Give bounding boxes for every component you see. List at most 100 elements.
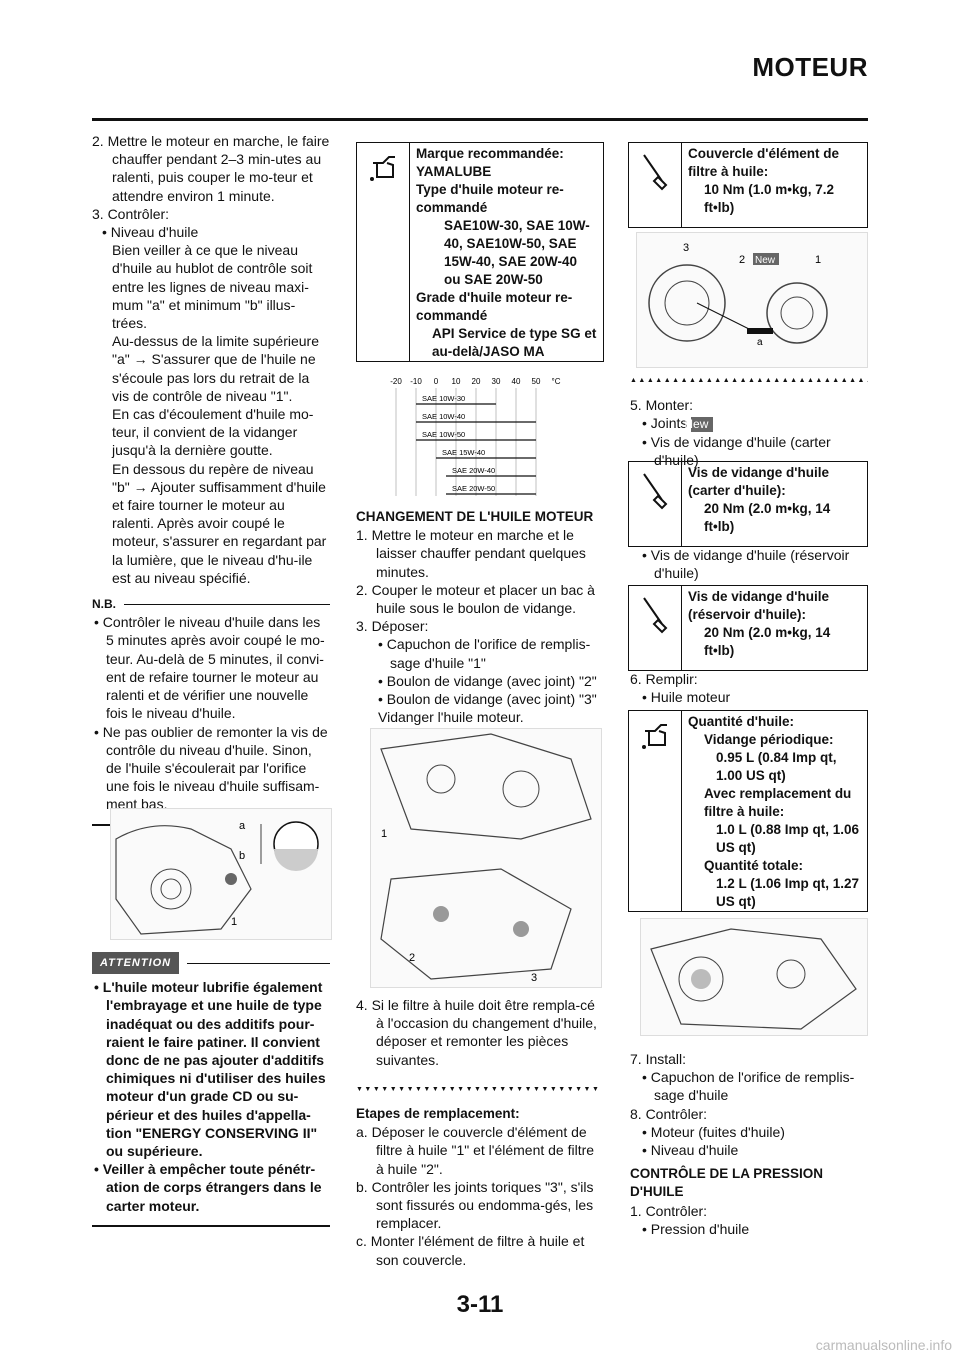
fig2-label-2: 2 bbox=[409, 952, 415, 964]
column-3-final: 7. Install: • Capuchon de l'orifice de r… bbox=[630, 1050, 868, 1238]
c3-step-5-b2: • Vis de vidange d'huile (carter d'huile… bbox=[642, 433, 831, 468]
torque-box-tank: Vis de vidange d'huile (réservoir d'huil… bbox=[628, 585, 868, 671]
level-p4: En dessous du repère de niveau "b" → Ajo… bbox=[112, 460, 327, 586]
torque-tank-value: 20 Nm (2.0 m•kg, 14 ft•lb) bbox=[704, 625, 831, 658]
heading-oil-pressure: CONTRÔLE DE LA PRESSION D'HUILE bbox=[630, 1166, 824, 1200]
oil-can-icon bbox=[629, 711, 682, 911]
temp-tick-label: 20 bbox=[472, 377, 481, 386]
attention-badge: ATTENTION bbox=[92, 952, 180, 975]
c3-step-6: 6. Remplir: bbox=[630, 671, 698, 687]
oil-level-drawing: a b 1 bbox=[115, 820, 319, 935]
c3-step-8-b1: • Moteur (fuites d'huile) bbox=[642, 1123, 785, 1140]
torque-cover-label: Couvercle d'élément de filtre à huile: bbox=[688, 146, 840, 179]
fig3-label-1: 1 bbox=[815, 254, 821, 266]
temp-range-label: SAE 20W-50 bbox=[452, 484, 495, 493]
fig3-label-a: a bbox=[757, 337, 763, 348]
quantity-periodic-value: 0.95 L (0.84 Imp qt, 1.00 US qt) bbox=[716, 750, 837, 783]
fig2-label-3: 3 bbox=[531, 972, 537, 984]
spec-grade-label: Grade d'huile moteur re-commandé bbox=[416, 290, 573, 323]
c3-step-5-b3: • Vis de vidange d'huile (réservoir d'hu… bbox=[642, 547, 850, 582]
heading-oil-change: CHANGEMENT DE L'HUILE MOTEUR bbox=[356, 509, 594, 524]
fig3-new-badge: New bbox=[755, 255, 776, 266]
page-title: MOTEUR bbox=[752, 52, 868, 82]
filter-cover-figure: 3 2 New 1 a bbox=[636, 232, 868, 368]
column-3-fill: 6. Remplir: • Huile moteur bbox=[630, 670, 868, 706]
attention-item-1: • L'huile moteur lubrifie également l'em… bbox=[94, 979, 326, 1160]
torque-crankcase-label: Vis de vidange d'huile (carter d'huile): bbox=[688, 465, 829, 498]
replacement-start-marker: ▼▼▼▼▼▼▼▼▼▼▼▼▼▼▼▼▼▼▼▼▼▼▼▼▼▼▼▼▼▼▼▼▼▼▼▼▼▼▼▼ bbox=[356, 1085, 600, 1093]
c3-step-7-b1: • Capuchon de l'orifice de remplis-sage … bbox=[642, 1069, 855, 1104]
torque-wrench-icon bbox=[629, 462, 682, 546]
c3-step-5-b1: • JointsNew bbox=[630, 414, 868, 433]
page-number: 3-11 bbox=[456, 1291, 504, 1318]
temp-range-label: SAE 10W-50 bbox=[422, 430, 465, 439]
nb-item-2: • Ne pas oublier de remonter la vis de c… bbox=[94, 723, 328, 813]
c3-step-5: 5. Monter: bbox=[630, 397, 694, 414]
nb-label: N.B. bbox=[92, 595, 330, 613]
level-p3: En cas d'écoulement d'huile mo-teur, il … bbox=[112, 406, 314, 459]
oil-spec-box: Marque recommandée: YAMALUBE Type d'huil… bbox=[356, 142, 604, 362]
attention-item-2: • Veiller à empêcher toute pénétr-ation … bbox=[94, 1161, 322, 1214]
column-3-text: ▲▲▲▲▲▲▲▲▲▲▲▲▲▲▲▲▲▲▲▲▲▲▲▲▲▲▲▲▲▲▲▲▲▲▲▲▲▲▲▲… bbox=[630, 372, 868, 469]
step-3: 3. Contrôler: bbox=[92, 205, 170, 222]
quantity-filter-label: Avec remplacement du filtre à huile: bbox=[704, 786, 852, 819]
temp-range-label: SAE 20W-40 bbox=[452, 466, 495, 475]
quantity-total-label: Quantité totale: bbox=[704, 858, 804, 873]
temp-range-label: SAE 15W-40 bbox=[442, 448, 485, 457]
temp-range-label: SAE 10W-30 bbox=[422, 394, 465, 403]
replacement-b: b. Contrôler les joints toriques "3", s'… bbox=[356, 1178, 594, 1232]
temp-tick-label: -10 bbox=[410, 377, 422, 386]
column-2-steps: 4. Si le filtre à huile doit être rempla… bbox=[356, 996, 600, 1269]
c2-step-3-b1: • Capuchon de l'orifice de remplis-sage … bbox=[378, 636, 591, 671]
column-1: 2. Mettre le moteur en marche, le faire … bbox=[92, 132, 330, 836]
c2-step-3-b2: • Boulon de vidange (avec joint) "2" bbox=[378, 672, 597, 689]
temp-tick-label: 30 bbox=[492, 377, 501, 386]
torque-crankcase-value: 20 Nm (2.0 m•kg, 14 ft•lb) bbox=[704, 501, 831, 534]
replacement-heading: Etapes de remplacement: bbox=[356, 1106, 520, 1122]
footer-watermark: carmanualsonline.info bbox=[815, 1337, 952, 1353]
new-badge: New bbox=[684, 417, 714, 433]
fill-cap-figure bbox=[640, 918, 868, 1036]
spec-type: SAE10W-30, SAE 10W-40, SAE10W-50, SAE 15… bbox=[444, 218, 590, 287]
temp-tick-label: 50 bbox=[532, 377, 541, 386]
replacement-c: c. Monter l'élément de filtre à huile et… bbox=[356, 1233, 585, 1268]
oil-quantity-box: Quantité d'huile: Vidange périodique: 0.… bbox=[628, 710, 868, 912]
oil-level-figure: a b 1 bbox=[110, 808, 332, 940]
c3-step-8-b2: • Niveau d'huile bbox=[642, 1142, 739, 1159]
c3-step-8: 8. Contrôler: bbox=[630, 1105, 708, 1122]
fill-cap-drawing bbox=[650, 928, 857, 1030]
spec-brand-label: Marque recommandée: bbox=[416, 146, 564, 161]
c2-step-3-b3: • Boulon de vidange (avec joint) "3" bbox=[378, 691, 597, 708]
oil-can-icon bbox=[357, 143, 410, 361]
c3-step-6-b1: • Huile moteur bbox=[642, 689, 731, 706]
torque-box-crankcase: Vis de vidange d'huile (carter d'huile):… bbox=[628, 461, 868, 547]
temp-tick-label: 10 bbox=[452, 377, 461, 386]
fig3-label-3: 3 bbox=[683, 242, 689, 254]
level-p2: Au-dessus de la limite supérieure "a" → … bbox=[112, 333, 319, 404]
step-2: 2. Mettre le moteur en marche, le faire … bbox=[92, 133, 330, 204]
spec-type-label: Type d'huile moteur re-commandé bbox=[416, 182, 564, 215]
c3-check-1: 1. Contrôler: bbox=[630, 1202, 708, 1219]
c2-step-1: 1. Mettre le moteur en marche et le lais… bbox=[356, 527, 586, 580]
quantity-filter-value: 1.0 L (0.88 Imp qt, 1.06 US qt) bbox=[716, 822, 860, 855]
drain-bolt-figure: 1 2 3 bbox=[370, 728, 602, 988]
drain-bolt-drawing: 1 2 3 bbox=[380, 733, 592, 984]
c3-check-1-b1: • Pression d'huile bbox=[642, 1220, 750, 1237]
torque-tank-label: Vis de vidange d'huile (réservoir d'huil… bbox=[688, 589, 829, 622]
c2-step-2: 2. Couper le moteur et placer un bac à h… bbox=[356, 581, 595, 617]
level-p1: Bien veiller à ce que le niveau d'huile … bbox=[112, 242, 313, 332]
fig-label-1: 1 bbox=[231, 916, 237, 928]
temp-tick-label: 40 bbox=[512, 377, 521, 386]
spec-brand: YAMALUBE bbox=[416, 164, 492, 179]
header-rule bbox=[92, 118, 868, 121]
nb-item-1: • Contrôler le niveau d'huile dans les 5… bbox=[94, 614, 325, 722]
bullet-level: • Niveau d'huile bbox=[102, 224, 199, 241]
temp-tick-label: 0 bbox=[434, 377, 439, 386]
c2-step-3: 3. Déposer: bbox=[356, 618, 429, 635]
fig-label-b: b bbox=[239, 850, 245, 862]
quantity-periodic-label: Vidange périodique: bbox=[704, 732, 834, 747]
c3-step-7: 7. Install: bbox=[630, 1051, 687, 1067]
attention-rule bbox=[187, 962, 330, 964]
filter-cover-drawing: 3 2 New 1 a bbox=[648, 242, 828, 348]
c2-step-3-note: Vidanger l'huile moteur. bbox=[378, 709, 524, 726]
